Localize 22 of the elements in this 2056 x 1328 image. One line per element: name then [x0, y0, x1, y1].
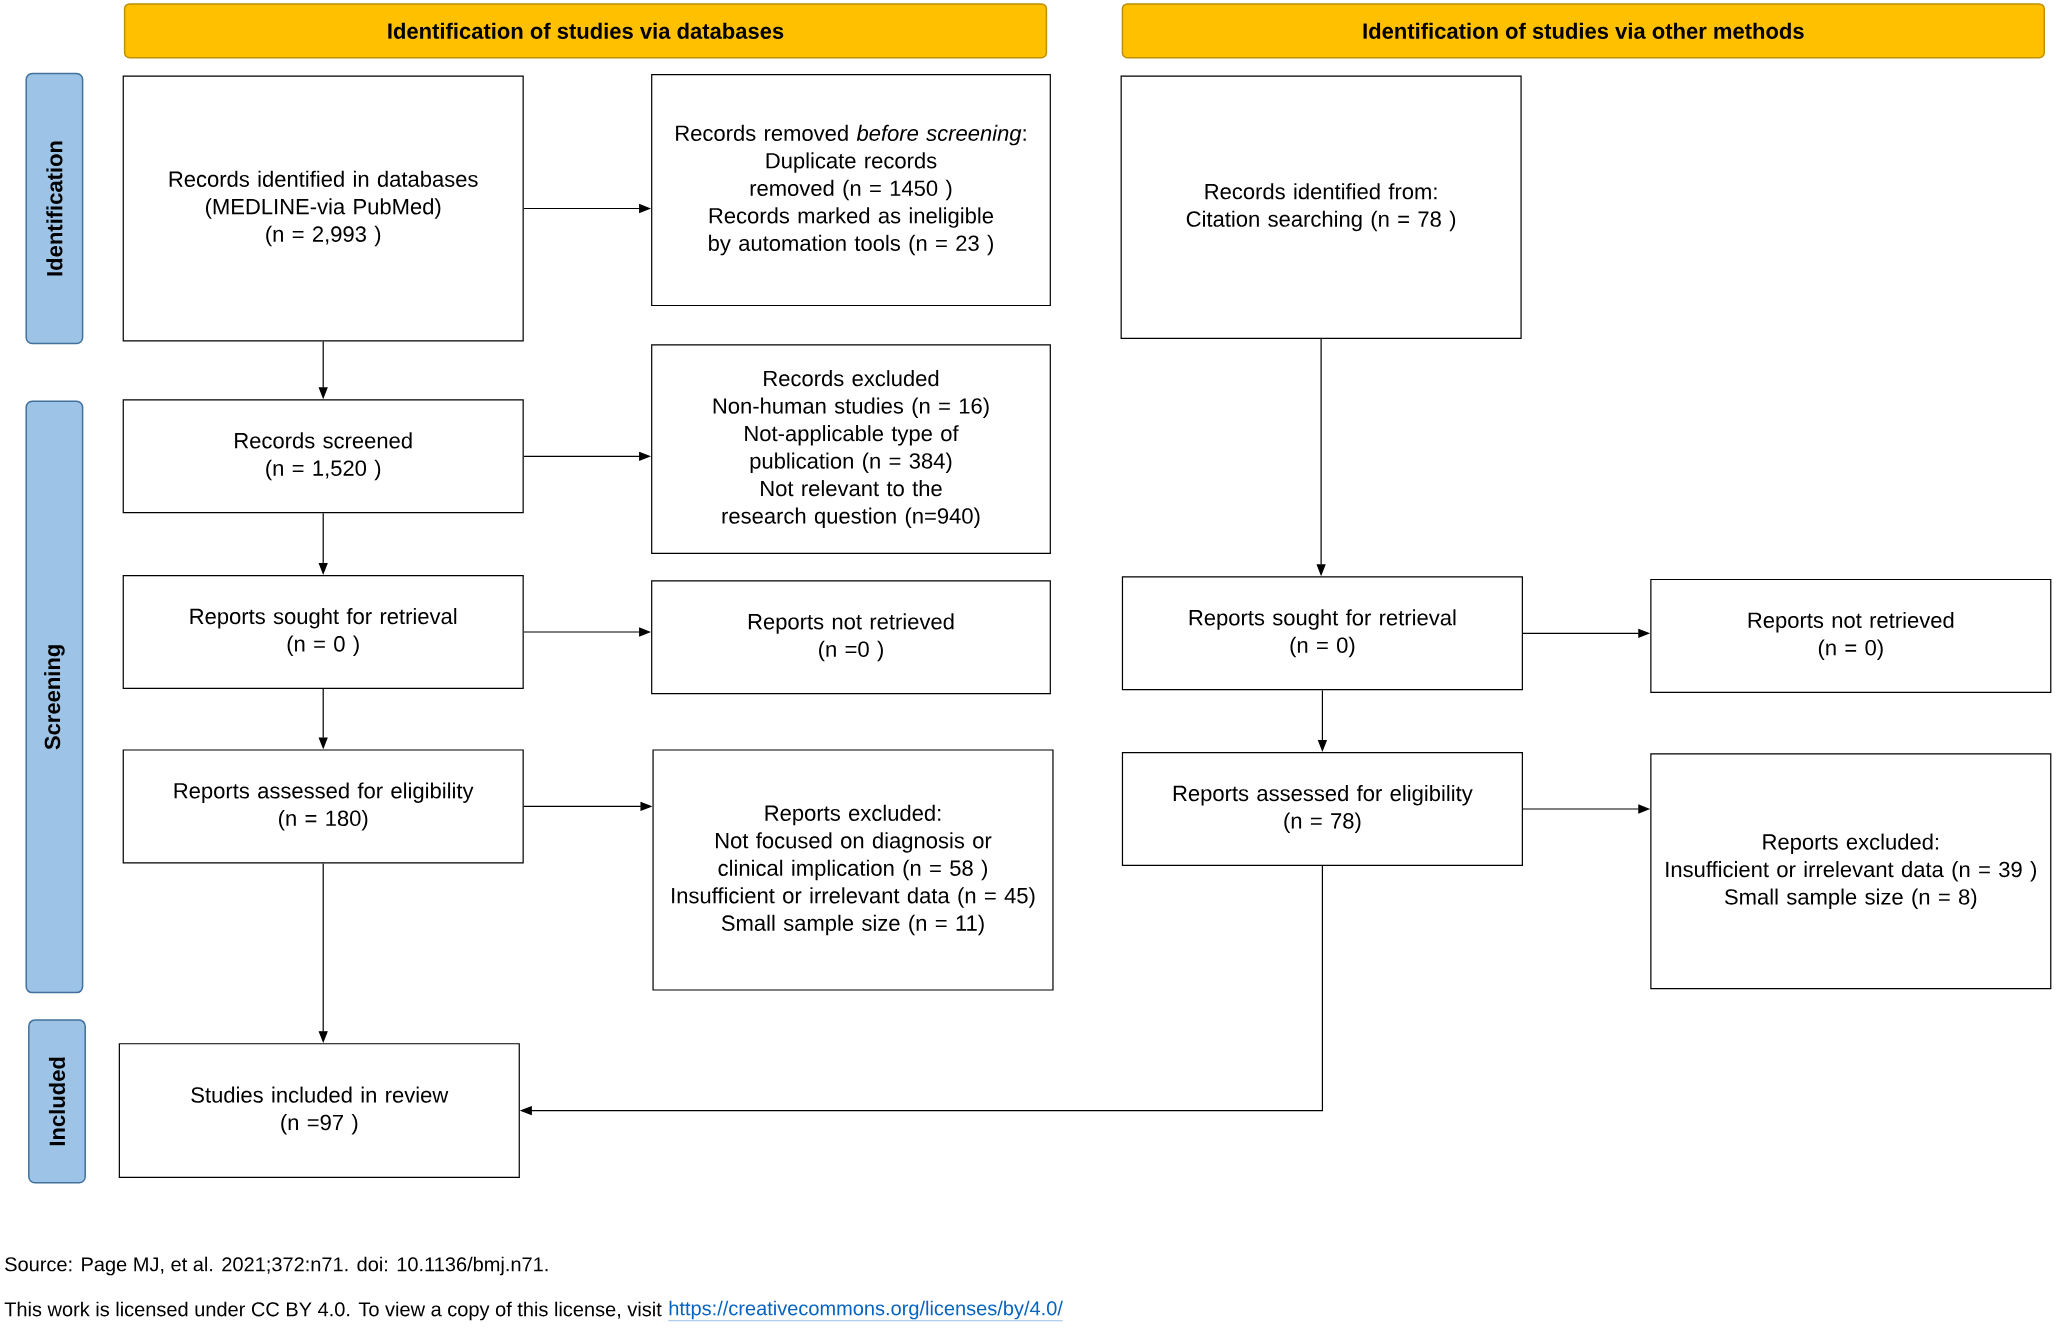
section-header: Identification of studies via databases	[123, 3, 1048, 59]
stage-band: Identification	[25, 72, 84, 345]
process-box: Reports assessed for eligibility (n = 78)	[1121, 752, 1523, 866]
process-box: Reports not retrieved (n = 0)	[1650, 578, 2052, 693]
process-box: Reports sought for retrieval (n = 0)	[1121, 576, 1523, 691]
process-box: Reports excluded: Not focused on diagnosis or clinical implication (n = 58 ) Insufficient or irrelevant data (n = 45) Small sample size (n = 11)	[652, 749, 1054, 991]
process-box: Reports assessed for eligibility (n = 180)	[122, 749, 524, 864]
process-box: Reports excluded: Insufficient or irrelevant data (n = 39 ) Small sample size (n = 8)	[1650, 753, 2052, 990]
process-box: Studies included in review (n =97 )	[118, 1043, 520, 1179]
process-box: Records identified from: Citation searching (n = 78 )	[1120, 75, 1522, 339]
process-box: Records screened (n = 1,520 )	[122, 399, 524, 514]
link: https://creativecommons.org/licenses/by/4.0/	[668, 1300, 1064, 1321]
process-box: Reports not retrieved (n =0 )	[651, 580, 1051, 695]
section-header: Identification of studies via other methods	[1121, 3, 2045, 59]
stage-band: Screening	[25, 400, 84, 994]
stage-band: Included	[28, 1019, 86, 1184]
process-box: Records removed before screening: Duplicate records removed (n = 1450 ) Records marked as ineligible by automation tools (n = 23 )	[651, 74, 1051, 307]
license-note: This work is licensed under CC BY 4.0. To view a copy of this license, visit	[4, 1301, 662, 1321]
source-note: Source: Page MJ, et al. 2021;372:n71. doi: 10.1136/bmj.n71.	[5, 1256, 548, 1276]
process-box: Records excluded Non-human studies (n = 16) Not-applicable type of publication (n = 384) Not relevant to the research question (n=940)	[651, 344, 1051, 554]
process-box: Records identified in databases (MEDLINE-via PubMed) (n = 2,993 )	[122, 75, 524, 342]
process-box: Reports sought for retrieval (n = 0 )	[122, 575, 524, 689]
